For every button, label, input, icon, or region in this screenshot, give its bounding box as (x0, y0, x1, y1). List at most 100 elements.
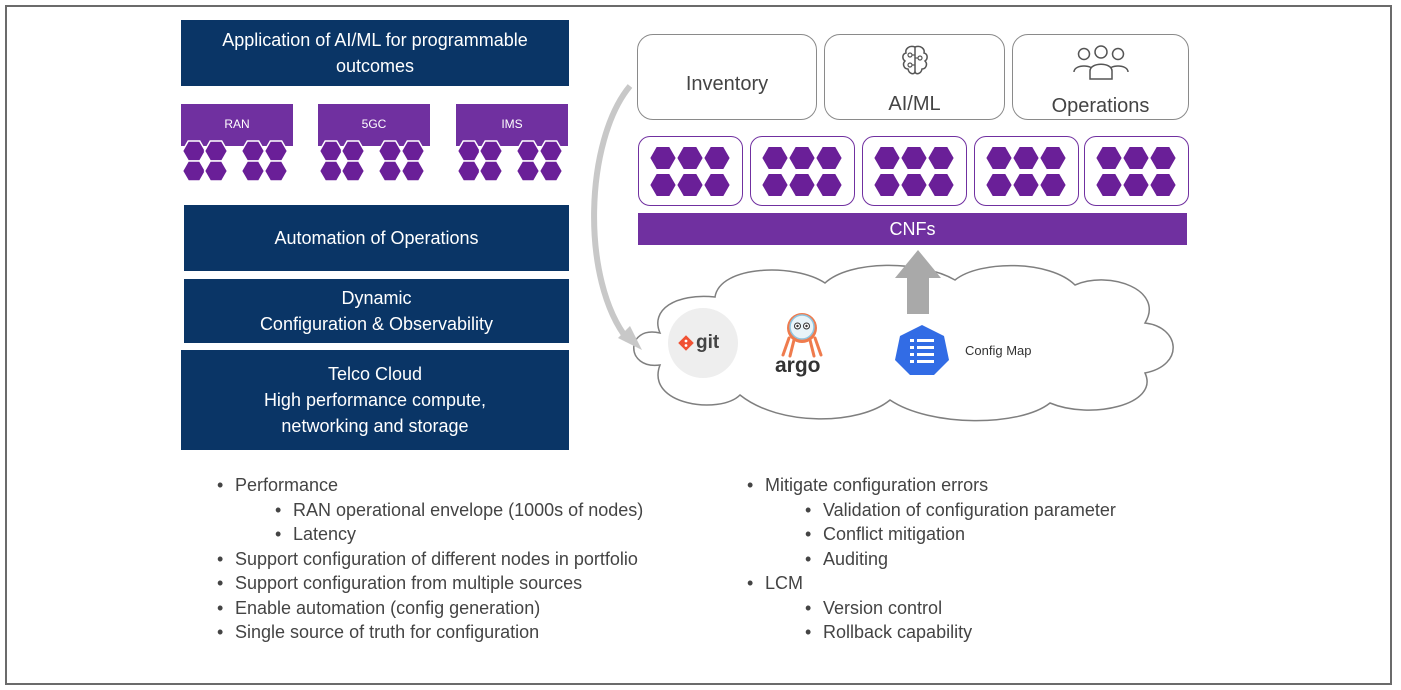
hexagon (899, 172, 929, 198)
hexagon (872, 172, 902, 198)
hexagon (926, 145, 956, 171)
hexagon (1148, 172, 1178, 198)
people-icon (1073, 45, 1129, 80)
hexagon (400, 160, 426, 182)
hexagon (675, 172, 705, 198)
aiml-box: AI/ML (824, 34, 1005, 120)
hexagon (203, 140, 229, 162)
argo-label: argo (775, 354, 821, 377)
bullet-dot: • (805, 499, 812, 520)
hexagon (515, 160, 541, 182)
hexagon (984, 172, 1014, 198)
ims-hexagons (456, 140, 564, 182)
bullet-text: Rollback capability (823, 622, 973, 642)
up-arrow-icon (895, 250, 941, 314)
bullet-text: Mitigate configuration errors (765, 475, 989, 495)
sub-bullet-item: •Auditing (805, 549, 888, 570)
bullet-text: Validation of configuration parameter (823, 499, 1116, 520)
argo-logo-icon (781, 313, 823, 358)
bullet-item: •Support configuration of different node… (217, 548, 638, 570)
bullet-dot: • (805, 622, 812, 642)
bullet-item: •Performance (217, 475, 339, 496)
bullet-dot: • (747, 573, 754, 593)
hexagon (318, 140, 344, 162)
hexagon (538, 160, 564, 182)
aiml-outcomes-block: Application of AI/ML for programmable ou… (181, 20, 569, 86)
cnf-box-3 (862, 136, 967, 206)
hexagon (787, 172, 817, 198)
git-label: git (696, 332, 720, 353)
bullet-dot: • (805, 548, 812, 569)
sub-bullet-item: • Validation of configuration parameter (805, 499, 1116, 521)
config-map-label: Config Map (965, 343, 1032, 358)
bullet-dot: • (805, 524, 812, 544)
ran-function-group: RAN (181, 104, 293, 192)
git-logo-icon (678, 335, 694, 351)
config-map-icon (895, 325, 949, 375)
hexagon (318, 160, 344, 182)
hexagon (240, 140, 266, 162)
hexagon (899, 145, 929, 171)
bullet-dot: • (275, 499, 282, 520)
operations-label: Operations (1051, 95, 1150, 117)
hexagon (1094, 145, 1124, 171)
ims-function-group: IMS (456, 104, 568, 192)
5gc-function-group: 5GC (318, 104, 430, 192)
bullet-text: LCM (765, 573, 804, 593)
hexagon (181, 140, 207, 162)
hexagon (456, 160, 482, 182)
sub-bullet-item: •Version control (805, 598, 942, 619)
bullet-text: Conflict mitigation (823, 524, 966, 544)
hexagon (760, 172, 790, 198)
bullet-text: Support configuration of different nodes… (235, 548, 638, 569)
cnf-box-5 (1084, 136, 1189, 206)
cnf-hexagons-3 (872, 145, 956, 198)
operations-box: Operations (1012, 34, 1189, 120)
bullet-item: • Support configuration from multiple sou… (217, 573, 583, 594)
brain-icon (902, 45, 928, 75)
bullet-text: Support configuration from multiple sour… (235, 573, 583, 593)
git-logo: git (668, 308, 738, 378)
cnf-box-1 (638, 136, 743, 206)
hexagon (400, 140, 426, 162)
hexagon (1121, 172, 1151, 198)
hexagon (340, 140, 366, 162)
bullet-text: RAN operational envelope (1000s of nodes… (293, 499, 644, 520)
requirements-left: •Performance•RAN operational envelope (1… (217, 475, 735, 675)
hexagon (203, 160, 229, 182)
bullet-dot: • (217, 622, 224, 642)
hexagon (456, 140, 482, 162)
bullet-item: • LCM (747, 573, 804, 594)
cnf-hexagons-2 (760, 145, 844, 198)
cnf-hexagons-1 (648, 145, 732, 198)
cnf-hexagons-4 (984, 145, 1068, 198)
cnfs-bar: CNFs (638, 213, 1187, 245)
dynamic-config-block: Dynamic Configuration & Observability (184, 279, 569, 343)
cnf-box-2 (750, 136, 855, 206)
hexagon (814, 145, 844, 171)
cnf-hexagons-5 (1094, 145, 1178, 198)
ran-label: RAN (181, 104, 293, 146)
hexagon (926, 172, 956, 198)
hexagon (1094, 172, 1124, 198)
hexagon (478, 140, 504, 162)
aiml-label: AI/ML (888, 93, 941, 115)
inventory-box: Inventory (637, 34, 817, 120)
bullet-text: Single source of truth for configuration (235, 622, 540, 642)
sub-bullet-item: •Latency (275, 524, 356, 545)
hexagon (478, 160, 504, 182)
hexagon (675, 145, 705, 171)
telco-cloud-block: Telco Cloud High performance compute, ne… (181, 350, 569, 450)
hexagon (984, 145, 1014, 171)
5gc-label: 5GC (318, 104, 430, 146)
hexagon (340, 160, 366, 182)
bullet-dot: • (805, 597, 812, 618)
bullet-item: •Enable automation (config generation) (217, 598, 540, 619)
hexagon (702, 172, 732, 198)
automation-block: Automation of Operations (184, 205, 569, 271)
curved-arrow-icon (591, 84, 642, 350)
hexagon (263, 140, 289, 162)
bullet-dot: • (217, 573, 224, 593)
bullet-text: Performance (235, 475, 339, 495)
hexagon (263, 160, 289, 182)
